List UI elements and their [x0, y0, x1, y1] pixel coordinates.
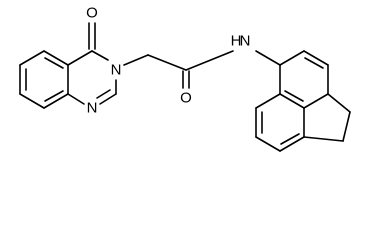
bond — [279, 50, 305, 66]
bond — [303, 136, 344, 142]
bond — [99, 93, 117, 105]
bond — [19, 50, 45, 66]
bond — [342, 111, 351, 142]
bond — [327, 93, 351, 113]
bond-double-inner — [96, 89, 111, 99]
bond — [19, 93, 45, 109]
bond — [123, 54, 149, 66]
bond — [255, 136, 281, 152]
bonds — [19, 22, 351, 152]
bond — [303, 93, 329, 109]
atom-label-hydrogen: H — [231, 33, 242, 50]
bond — [185, 50, 234, 71]
bond — [43, 93, 69, 109]
atom-label-nitrogen: N — [240, 33, 251, 50]
bond — [91, 50, 109, 61]
bond-double-inner — [304, 57, 324, 69]
bond-double-inner — [44, 90, 64, 102]
atom-labels: O N N O H N — [86, 5, 250, 117]
atom-label-nitrogen: N — [87, 100, 98, 117]
bond — [67, 93, 85, 105]
bond — [279, 136, 305, 152]
bond — [43, 50, 69, 66]
atom-label-nitrogen: N — [111, 62, 122, 79]
bond-double-inner — [44, 57, 64, 69]
structure-diagram: O N N O H N — [19, 5, 351, 152]
bond-double-inner — [284, 90, 304, 102]
bond — [255, 93, 281, 109]
bond — [255, 50, 281, 66]
bond — [147, 54, 187, 71]
atom-label-oxygen: O — [86, 5, 98, 22]
atom-label-oxygen: O — [180, 90, 192, 107]
bond — [67, 50, 93, 66]
bond — [303, 50, 329, 66]
bond — [279, 93, 305, 109]
bond-double-inner — [280, 133, 300, 145]
